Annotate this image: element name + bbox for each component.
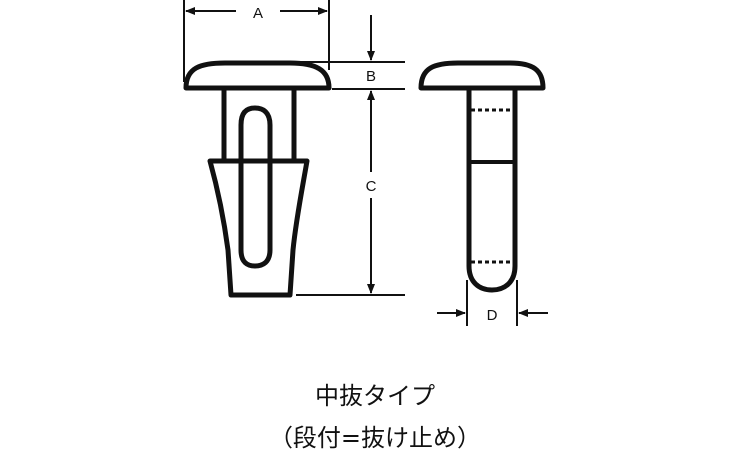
side-head — [418, 60, 546, 91]
front-head — [183, 60, 332, 91]
front-wedge — [207, 158, 310, 298]
dimension-a — [183, 0, 330, 82]
front-slot — [238, 105, 273, 269]
front-view-clip — [183, 60, 332, 298]
caption-type-name: 中抜タイプ — [315, 382, 435, 410]
dimension-b-label: B — [366, 68, 376, 85]
side-stem — [466, 90, 518, 293]
caption-type-note: （段付=抜け止め） — [268, 424, 482, 452]
dimension-a-label: A — [253, 5, 263, 22]
dimension-d-label: D — [487, 307, 498, 324]
dimension-d — [437, 280, 548, 326]
dimension-c-label: C — [366, 178, 377, 195]
dimension-c — [296, 90, 405, 296]
dimension-b — [298, 15, 405, 90]
side-view-clip — [418, 60, 546, 293]
